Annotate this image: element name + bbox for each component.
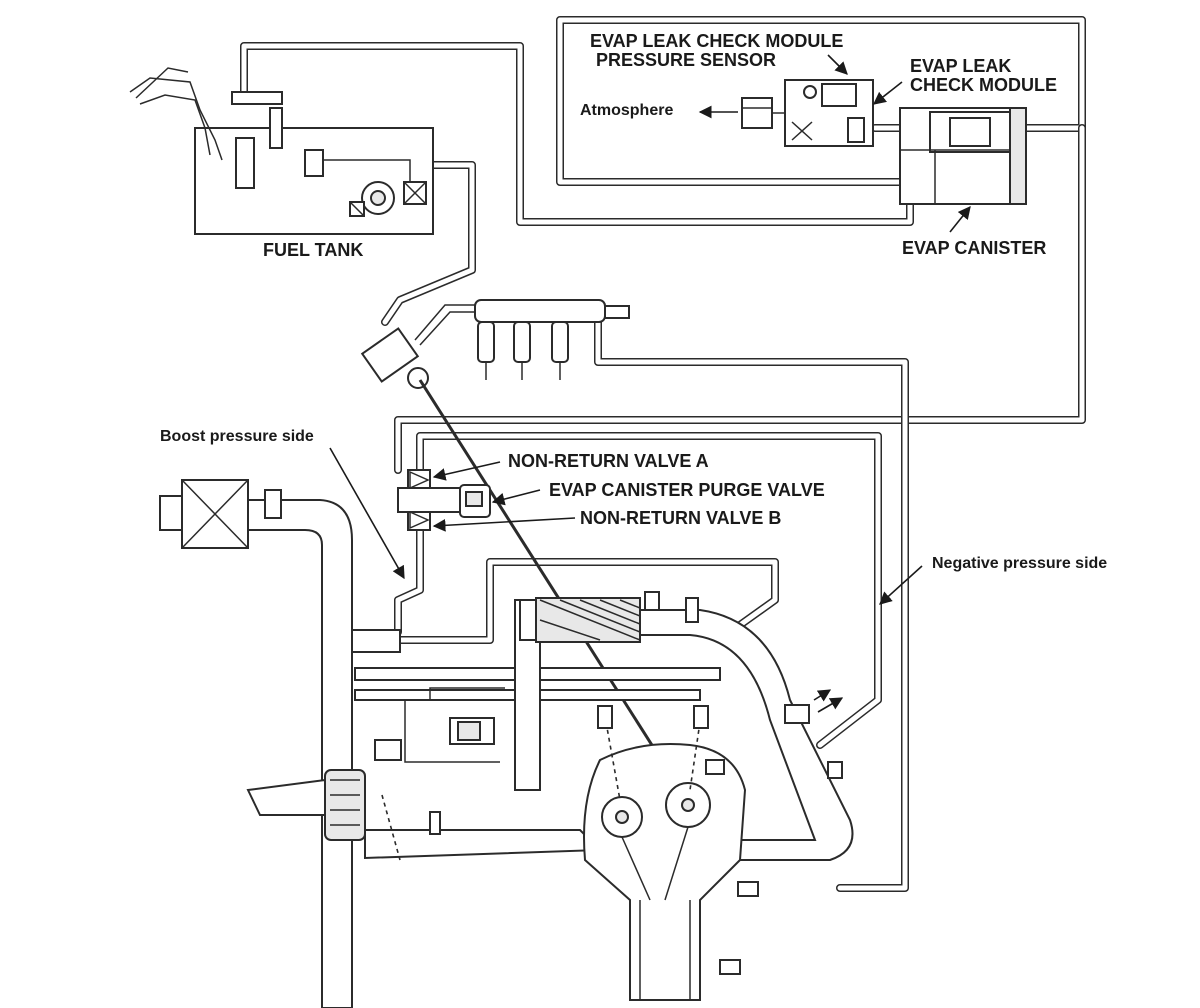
label-negative-pressure-side: Negative pressure side <box>932 555 1107 572</box>
boost-control <box>374 687 505 763</box>
label-atmosphere: Atmosphere <box>580 102 673 119</box>
label-leak-check-module-1: EVAP LEAK <box>910 56 1011 76</box>
label-evap-canister: EVAP CANISTER <box>902 238 1046 258</box>
engine <box>583 704 843 1001</box>
fuel-tank <box>129 67 434 235</box>
turbocharger <box>246 769 603 861</box>
leader-lines <box>329 54 971 713</box>
diagram-labels: EVAP LEAK CHECK MODULE PRESSURE SENSOR E… <box>160 31 1107 572</box>
label-non-return-valve-a: NON-RETURN VALVE A <box>508 451 709 471</box>
fuel-injector <box>513 321 531 380</box>
label-non-return-valve-b: NON-RETURN VALVE B <box>580 508 781 528</box>
label-leak-check-module-pressure-sensor-2: PRESSURE SENSOR <box>596 50 776 70</box>
evap-leak-check-module <box>741 79 874 147</box>
label-evap-canister-purge-valve: EVAP CANISTER PURGE VALVE <box>549 480 825 500</box>
label-fuel-tank: FUEL TANK <box>263 240 363 260</box>
evap-hoses <box>240 16 1086 892</box>
air-cleaner <box>159 479 353 1008</box>
fuel-rail <box>360 299 630 389</box>
intake-duct <box>351 591 854 861</box>
fuel-injector <box>551 321 569 380</box>
evap-canister <box>899 107 1027 205</box>
label-boost-pressure-side: Boost pressure side <box>160 428 314 445</box>
connecting-line <box>418 379 692 806</box>
label-leak-check-module-pressure-sensor-1: EVAP LEAK CHECK MODULE <box>590 31 843 51</box>
purge-valve-assembly <box>397 469 491 531</box>
label-leak-check-module-2: CHECK MODULE <box>910 75 1057 95</box>
fuel-injector <box>477 321 495 380</box>
